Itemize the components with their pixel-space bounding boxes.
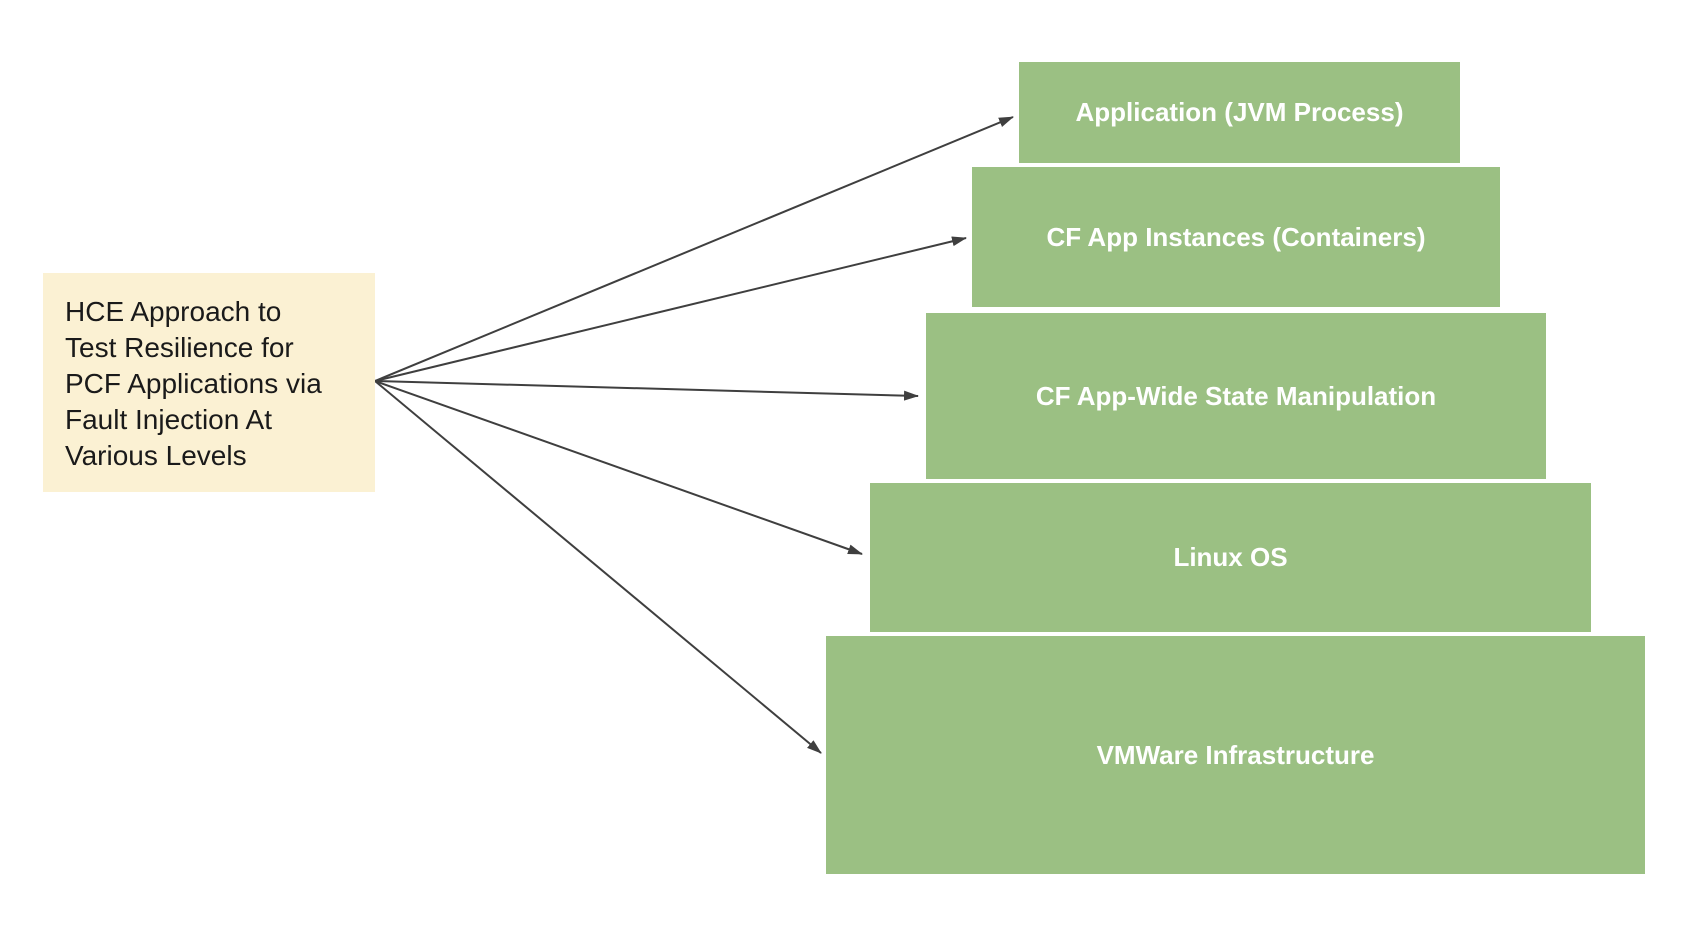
level-box-cf-app-instances: CF App Instances (Containers) (972, 167, 1500, 307)
level-box-label: Application (JVM Process) (1075, 97, 1404, 127)
level-box-label: CF App Instances (Containers) (1046, 221, 1426, 252)
note-text-line: PCF Applications via (65, 368, 322, 399)
level-box-vmware: VMWare Infrastructure (826, 636, 1645, 874)
source-note: HCE Approach to Test Resilience for PCF … (43, 273, 375, 492)
level-box-linux-os: Linux OS (870, 483, 1591, 632)
note-text-line: HCE Approach to (65, 296, 282, 327)
note-text-line: Various Levels (65, 440, 247, 471)
arrow-to-state-manipulation (374, 380, 919, 401)
arrow-to-linux-os (374, 380, 863, 555)
arrow-to-vmware (374, 380, 822, 754)
level-box-application: Application (JVM Process) (1019, 62, 1460, 163)
level-box-state-manipulation: CF App-Wide State Manipulation (926, 313, 1546, 479)
arrow-to-cf-app-instances (374, 236, 967, 382)
note-text-line: Test Resilience for (65, 332, 294, 363)
level-box-label: Linux OS (1173, 542, 1288, 572)
level-box-label: CF App-Wide State Manipulation (1035, 380, 1437, 411)
arrow-to-application (374, 116, 1014, 382)
level-box-label: VMWare Infrastructure (1096, 739, 1375, 770)
note-text-line: Fault Injection At (65, 404, 273, 435)
